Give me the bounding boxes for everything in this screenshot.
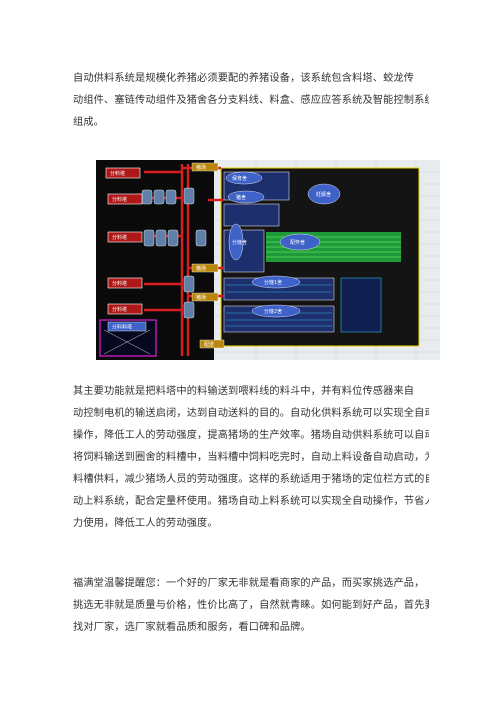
text-line: 找对厂家，选厂家就看品质和服务，看口碑和品牌。 xyxy=(73,622,311,633)
paragraph-function: 其主要功能就是把料塔中的料输送到喂料线的料斗中，并有料位传感器来自 动控制电机的… xyxy=(73,381,429,535)
text-line: 力使用，降低工人的劳动强度。 xyxy=(73,518,218,529)
text-line: 自动供料系统是规模化养猪必须要配的养猪设备，该系统包含料塔、蛟龙传 xyxy=(73,73,415,84)
text-line: 组成。 xyxy=(73,117,105,128)
mixer-label: 分料料塔 xyxy=(112,324,132,331)
room-label: 妊娠舍 xyxy=(316,191,331,198)
station-label: 猪场 xyxy=(196,294,206,301)
tower-label: 分料塔 xyxy=(112,280,127,287)
text-line: 福满堂温馨提醒您：一个好的厂家无非就是看商家的产品，而买家挑选产品， xyxy=(73,578,425,589)
text-line: 挑选无非就是质量与价格，性价比高了，自然就青睐。如何能到好产品，首先要 xyxy=(73,600,429,611)
tower-label: 分料塔 xyxy=(110,170,125,177)
text-line: 动控制电机的输送启闭，达到自动送料的目的。自动化供料系统可以实现全自动 xyxy=(73,408,429,419)
room-label: 分娩2舍 xyxy=(264,308,282,315)
station-label: 猪场 xyxy=(196,164,206,171)
bottom-label: 配送 xyxy=(204,341,214,348)
room-label: 配怀舍 xyxy=(290,239,305,246)
text-line: 操作，降低工人的劳动强度，提高猪场的生产效率。猪场自动供料系统可以自动 xyxy=(73,430,429,441)
room-label: 保育舍 xyxy=(232,175,247,182)
room-label: 猪舍 xyxy=(236,194,246,201)
paragraph-reminder: 福满堂温馨提醒您：一个好的厂家无非就是看商家的产品，而买家挑选产品， 挑选无非就… xyxy=(73,573,429,639)
room-label: 分娩舍 xyxy=(232,239,247,246)
feeding-system-diagram: 分料塔 分料塔 分料塔 分料塔 分料塔 分料料塔 配送 猪场 猪场 猪场 保育舍… xyxy=(96,160,440,360)
text-line: 动组件、塞链传动组件及猪舍各分支料线、料盒、感应应答系统及智能控制系统 xyxy=(73,95,429,106)
tower-label: 分料塔 xyxy=(112,234,127,241)
tower-label: 分料塔 xyxy=(112,306,127,313)
paragraph-intro: 自动供料系统是规模化养猪必须要配的养猪设备，该系统包含料塔、蛟龙传 动组件、塞链… xyxy=(73,68,429,134)
station-label: 猪场 xyxy=(196,265,206,272)
text-line: 动上料系统，配合定量杯使用。猪场自动上料系统可以实现全自动操作，节省人 xyxy=(73,496,429,507)
room-label: 分娩1舍 xyxy=(264,279,282,286)
text-line: 将饲料输送到圈舍的料槽中，当料槽中饲料吃完时，自动上料设备自动启动，为 xyxy=(73,452,429,463)
layout-plan-image: 分料塔 分料塔 分料塔 分料塔 分料塔 分料料塔 配送 猪场 猪场 猪场 保育舍… xyxy=(99,160,440,360)
tower-label: 分料塔 xyxy=(112,196,127,203)
text-line: 料槽供料，减少猪场人员的劳动强度。这样的系统适用于猪场的定位栏方式的自 xyxy=(73,474,429,485)
text-line: 其主要功能就是把料塔中的料输送到喂料线的料斗中，并有料位传感器来自 xyxy=(73,386,415,397)
